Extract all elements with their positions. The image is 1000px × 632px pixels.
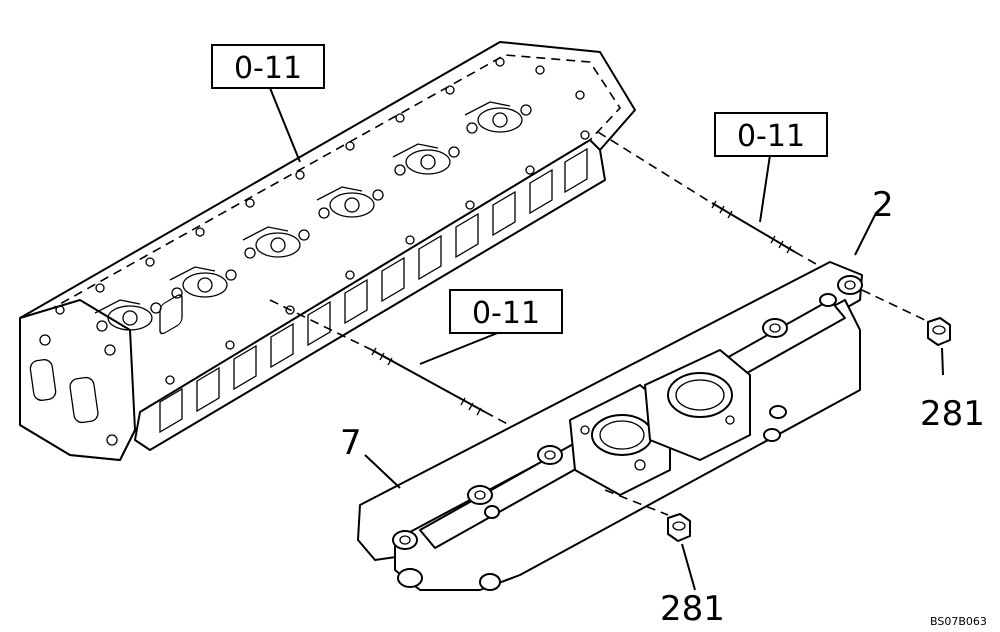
- stud-lower: [269, 299, 516, 429]
- intake-ports: [159, 147, 588, 434]
- part-number-281-right: 281: [920, 394, 985, 434]
- inlet-flange-a: [569, 384, 671, 496]
- drawing-code: BS07B063: [930, 615, 987, 628]
- part-number-7: 7: [340, 423, 362, 463]
- leader-lines: [269, 87, 944, 591]
- ref-box-3: 0-11: [449, 289, 563, 334]
- inlet-flange-b: [644, 349, 751, 461]
- part-number-2: 2: [872, 185, 894, 225]
- ref-box-2-label: 0-11: [737, 119, 805, 154]
- ref-box-1: 0-11: [211, 44, 325, 89]
- ref-box-3-label: 0-11: [472, 296, 540, 331]
- ref-box-1-label: 0-11: [234, 51, 302, 86]
- part-number-281-bottom: 281: [660, 589, 725, 629]
- head-bolt-holes: [55, 57, 590, 385]
- stud-upper: [597, 131, 831, 273]
- ref-box-2: 0-11: [714, 112, 828, 157]
- nut-bottom: [604, 489, 691, 542]
- intake-manifold: [357, 261, 863, 591]
- nut-right: [861, 289, 951, 346]
- cylinder-head: [19, 41, 636, 461]
